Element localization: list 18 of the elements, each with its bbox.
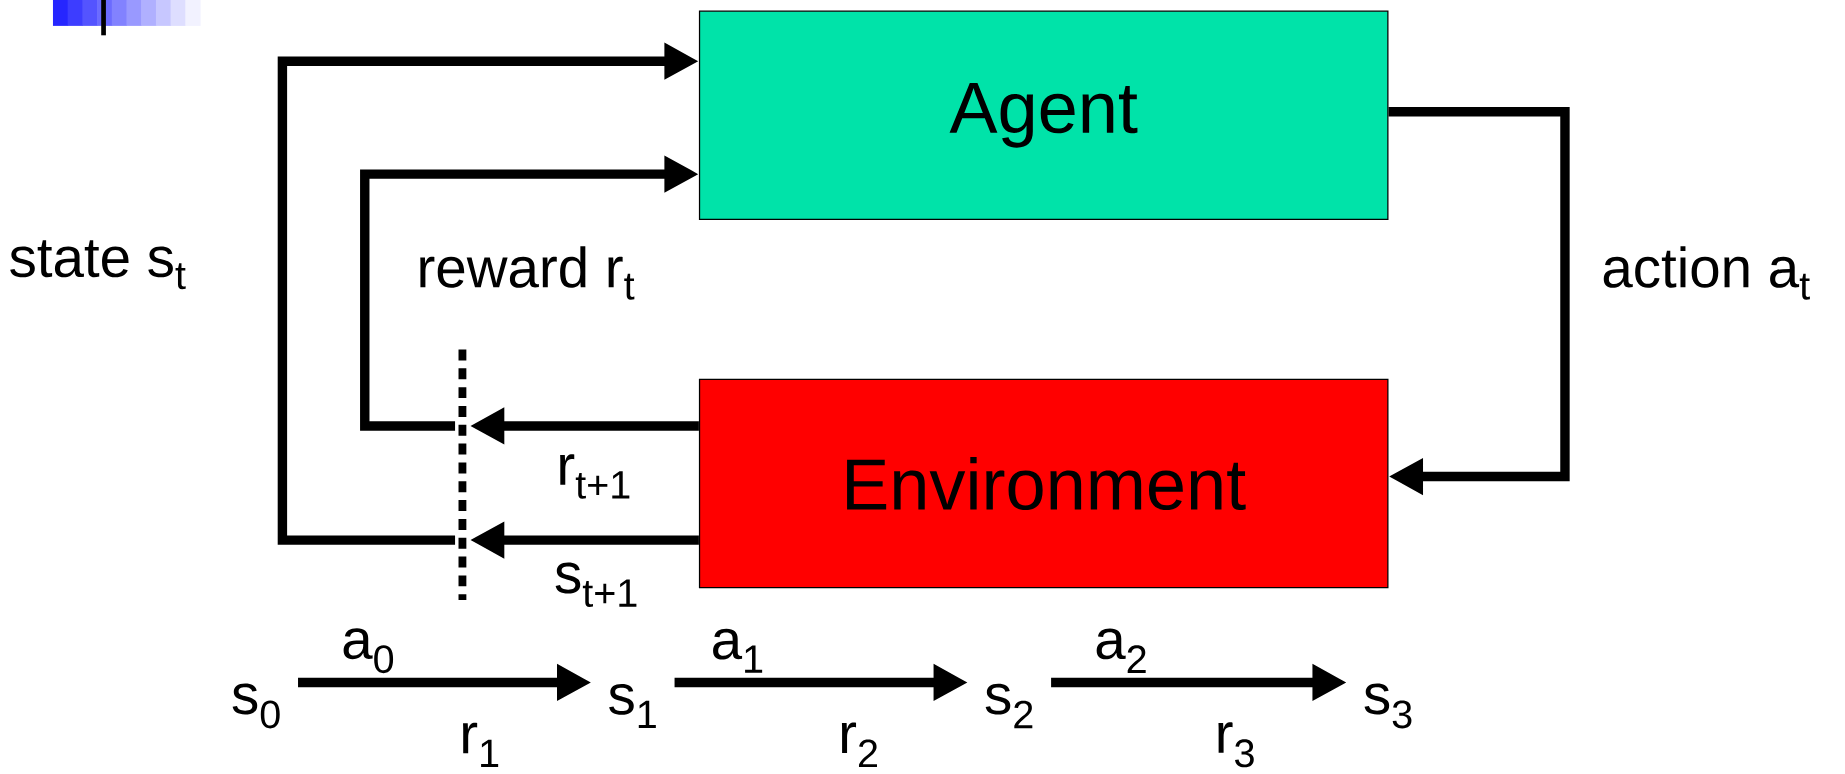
edge-label: a$_{0}$ [339, 626, 397, 675]
environment-box: Environment [698, 378, 1389, 589]
state-text: s$_{2}$ [985, 683, 1033, 729]
edge-label: state s$_{t}$ [7, 238, 189, 291]
agent-box: Agent [698, 10, 1389, 220]
edge-label: a$_{2}$ [1092, 626, 1150, 675]
state-text: s$_{1}$ [609, 683, 656, 728]
reward-label: r$_{2}$ [841, 722, 877, 767]
reward-label: r$_{1}$ [463, 722, 499, 767]
edge-label: a$_{1}$ [709, 626, 767, 675]
edge-label: action a$_{t}$ [1599, 244, 1813, 302]
reward-label: r$_{3}$ [1218, 722, 1254, 768]
edge-label: reward r$_{t}$ [414, 244, 637, 302]
state-text: s$_{0}$ [232, 683, 280, 729]
state-text: s$_{3}$ [1364, 683, 1412, 729]
edge-label: s$_{t+1}$ [552, 560, 641, 609]
edge-label: r$_{t+1}$ [554, 452, 634, 501]
arrow [1388, 106, 1570, 496]
